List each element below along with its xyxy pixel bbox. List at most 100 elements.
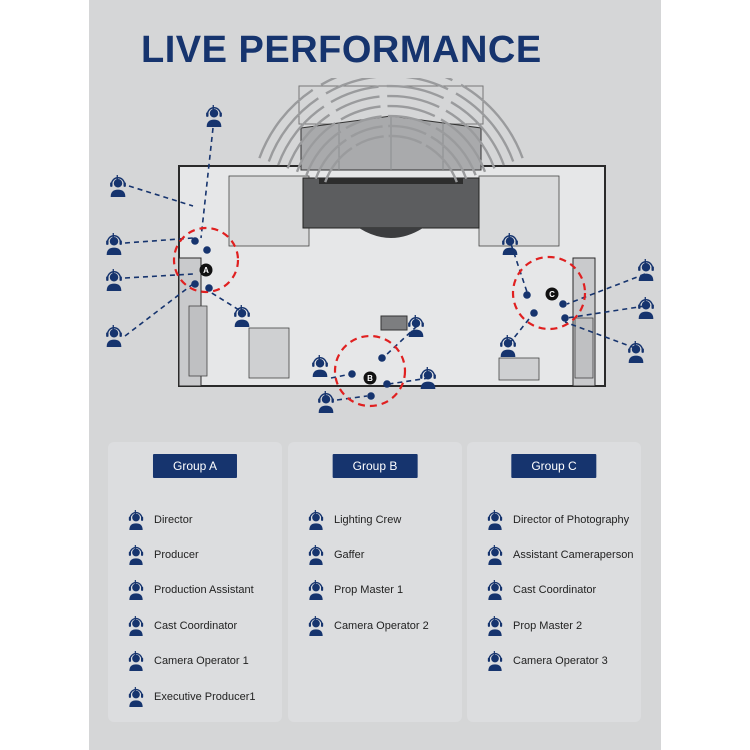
auditorium-seating bbox=[258, 78, 524, 183]
receiver-dot bbox=[561, 314, 569, 322]
zone-a-marker: A bbox=[203, 266, 209, 275]
role-item: Lighting Crew bbox=[306, 502, 429, 537]
seat-row bbox=[387, 94, 440, 109]
seat-row bbox=[314, 138, 347, 180]
radio-link bbox=[384, 325, 418, 357]
radio-link bbox=[566, 305, 646, 319]
role-item: Gaffer bbox=[306, 537, 429, 572]
role-item: Assistant Cameraperson bbox=[485, 537, 633, 572]
radio-link bbox=[330, 373, 352, 379]
receiver-dot bbox=[559, 300, 567, 308]
role-item: Director bbox=[126, 502, 256, 537]
seat-row bbox=[386, 84, 445, 100]
seat-row bbox=[267, 97, 319, 162]
role-label: Assistant Cameraperson bbox=[513, 549, 634, 562]
role-label: Prop Master 2 bbox=[513, 619, 583, 632]
radio-link bbox=[128, 185, 194, 207]
role-label: Producer bbox=[154, 549, 199, 562]
role-label: Lighting Crew bbox=[334, 513, 402, 526]
radio-link bbox=[124, 273, 194, 279]
receiver-dots bbox=[191, 237, 569, 400]
group-c-header: Group C bbox=[511, 454, 597, 478]
headset-crew-icon bbox=[306, 509, 326, 531]
headset-crew-icon bbox=[317, 390, 335, 414]
seat-row bbox=[295, 122, 336, 173]
stage bbox=[298, 85, 484, 238]
headset-crew-icon bbox=[637, 258, 655, 282]
headset-crew-icon bbox=[485, 509, 505, 531]
radio-link bbox=[566, 273, 646, 305]
role-item: Producer bbox=[126, 537, 256, 572]
seat-row bbox=[324, 147, 353, 183]
seat-row bbox=[435, 127, 477, 176]
receiver-dot bbox=[383, 380, 391, 388]
headset-crew-icon bbox=[637, 296, 655, 320]
role-label: Cast Coordinator bbox=[154, 619, 238, 632]
role-label: Camera Operator 3 bbox=[513, 655, 608, 668]
receiver-dot bbox=[530, 309, 538, 317]
role-label: Production Assistant bbox=[154, 584, 254, 597]
seat-row bbox=[440, 118, 487, 173]
headset-crew-icon bbox=[126, 544, 146, 566]
role-label: Director of Photography bbox=[513, 513, 630, 526]
receiver-dot bbox=[203, 246, 211, 254]
headset-crew-icon bbox=[306, 544, 326, 566]
group-a-header: Group A bbox=[152, 454, 238, 478]
infographic-page: LIVE PERFORMANCE bbox=[89, 0, 661, 750]
role-label: Cast Coordinator bbox=[513, 584, 597, 597]
seat-row bbox=[387, 104, 436, 118]
seat-row bbox=[335, 95, 380, 112]
headset-crew-icon bbox=[105, 232, 123, 256]
radio-link bbox=[564, 321, 636, 349]
group-b-header: Group B bbox=[332, 454, 418, 478]
seat-row bbox=[425, 144, 458, 183]
headset-crew-icon bbox=[306, 615, 326, 637]
seat-row bbox=[430, 135, 468, 180]
role-item: Prop Master 2 bbox=[485, 608, 633, 643]
role-item: Camera Operator 1 bbox=[126, 644, 256, 679]
role-item: Executive Producer1 bbox=[126, 679, 256, 714]
seat-row bbox=[455, 92, 515, 162]
headset-crew-icon bbox=[485, 650, 505, 672]
zone-c-marker: C bbox=[549, 290, 555, 299]
headset-crew-icon bbox=[105, 268, 123, 292]
seat-row bbox=[450, 101, 505, 166]
role-label: Camera Operator 1 bbox=[154, 655, 249, 668]
seat-row bbox=[330, 85, 379, 104]
role-item: Director of Photography bbox=[485, 502, 633, 537]
role-label: Prop Master 1 bbox=[334, 584, 404, 597]
role-label: Gaffer bbox=[334, 549, 365, 562]
headset-crew-icon bbox=[485, 615, 505, 637]
seat-row bbox=[445, 109, 496, 169]
headset-crew-icon bbox=[306, 579, 326, 601]
headset-crew-icon bbox=[126, 509, 146, 531]
radio-link bbox=[388, 377, 430, 385]
role-item: Prop Master 1 bbox=[306, 573, 429, 608]
headset-crew-icon bbox=[627, 340, 645, 364]
headset-crew-icon bbox=[126, 615, 146, 637]
receiver-dot bbox=[348, 370, 356, 378]
role-item: Cast Coordinator bbox=[485, 573, 633, 608]
headset-crew-icon bbox=[126, 686, 146, 708]
seat-row bbox=[388, 124, 427, 136]
zone-b: B bbox=[333, 334, 407, 408]
role-item: Camera Operator 2 bbox=[306, 608, 429, 643]
zone-c: C bbox=[511, 255, 587, 331]
seat-row bbox=[320, 78, 338, 86]
seat-row bbox=[258, 88, 314, 159]
seat-row bbox=[460, 83, 524, 159]
radio-link bbox=[206, 289, 240, 311]
role-label: Executive Producer1 bbox=[154, 690, 256, 703]
headset-crew-icon bbox=[205, 104, 223, 128]
headset-crew-icon bbox=[105, 324, 123, 348]
zone-b-marker: B bbox=[367, 374, 373, 383]
role-label: Director bbox=[154, 513, 193, 526]
radio-link bbox=[336, 395, 368, 401]
seat-row bbox=[345, 115, 382, 130]
seat-row bbox=[355, 135, 384, 147]
